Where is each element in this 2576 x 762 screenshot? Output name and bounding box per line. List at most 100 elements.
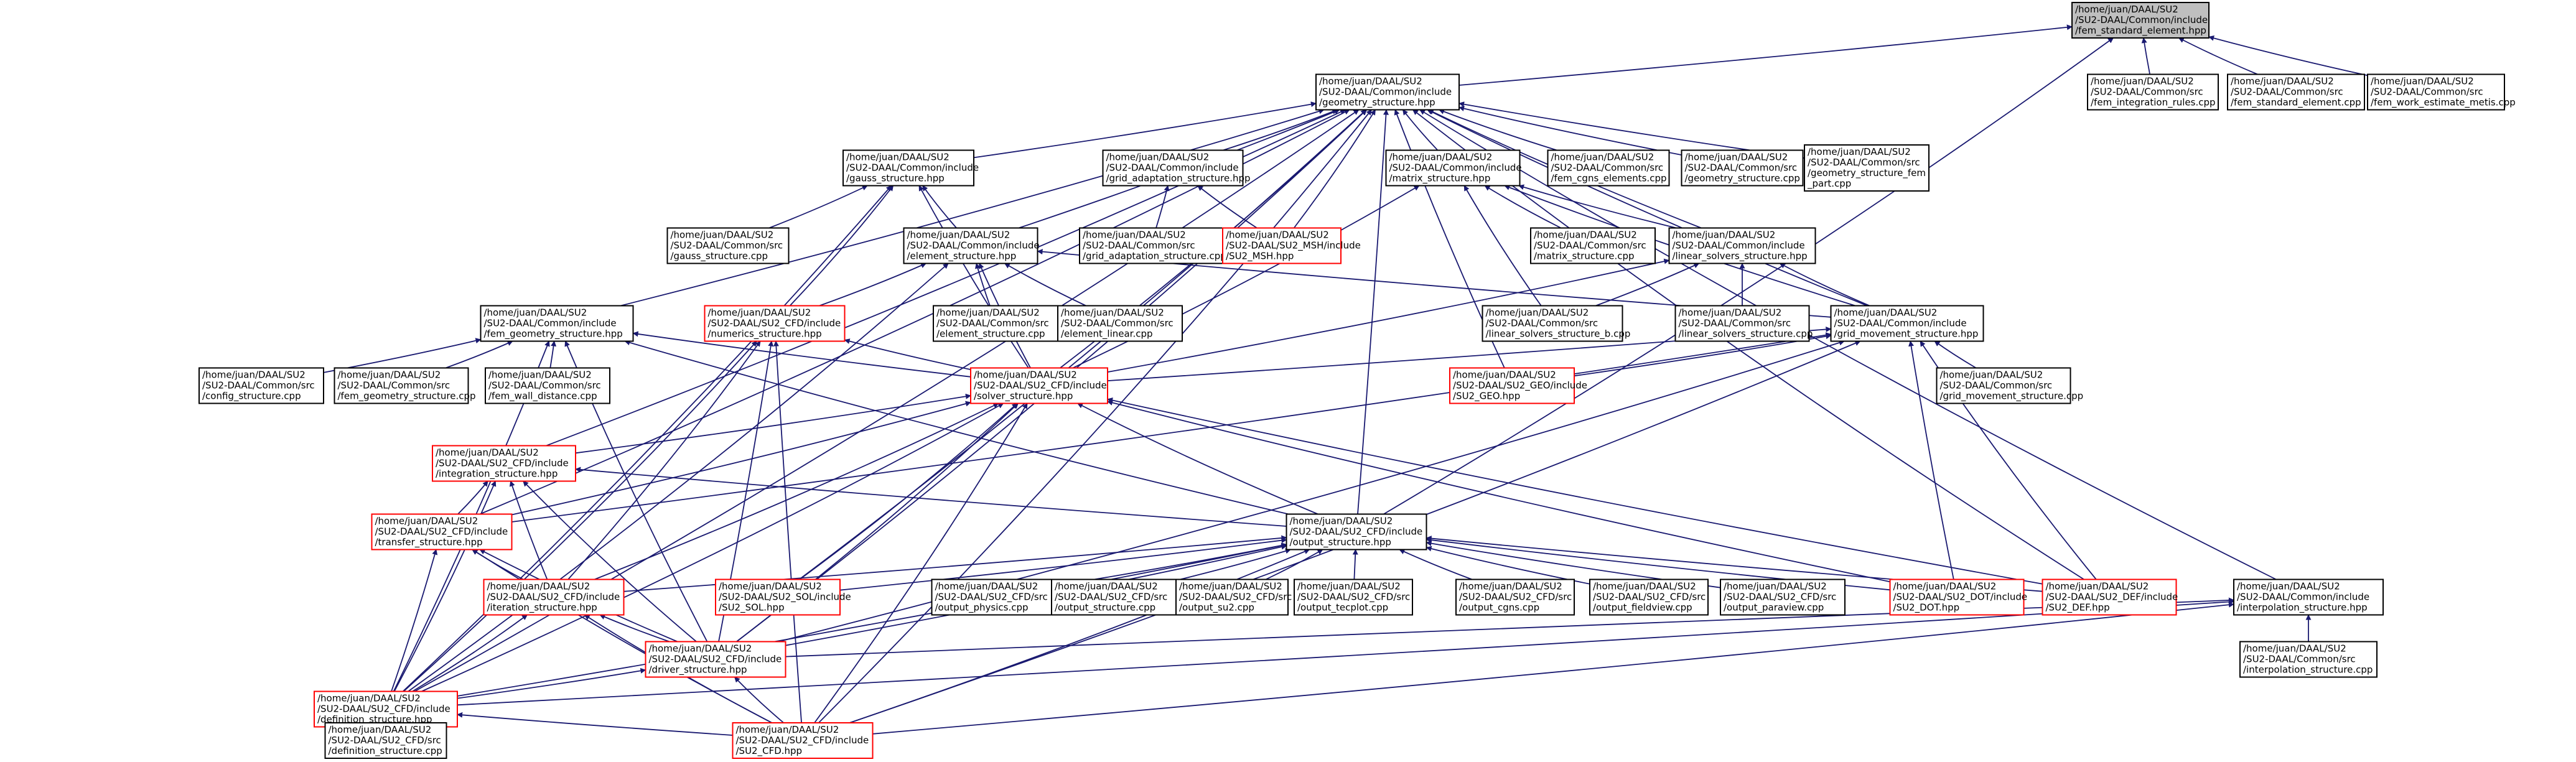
file-node-n46[interactable]: /home/juan/DAAL/SU2/SU2-DAAL/Common/src/…	[2239, 641, 2378, 678]
include-edge-n31-n30	[457, 480, 488, 515]
file-node-n16[interactable]: /home/juan/DAAL/SU2/SU2-DAAL/Common/incl…	[1668, 227, 1816, 264]
file-node-n11[interactable]: /home/juan/DAAL/SU2/SU2-DAAL/Common/src/…	[666, 227, 790, 264]
file-node-n20[interactable]: /home/juan/DAAL/SU2/SU2-DAAL/Common/src/…	[1057, 305, 1183, 342]
file-node-label-line: /interpolation_structure.hpp	[2237, 602, 2368, 614]
file-node-box	[1681, 149, 1804, 187]
file-node-n8[interactable]: /home/juan/DAAL/SU2/SU2-DAAL/Common/src/…	[1547, 149, 1670, 187]
file-node-label-line: /home/juan/DAAL/SU2	[736, 724, 839, 735]
file-node-n14[interactable]: /home/juan/DAAL/SU2/SU2-DAAL/SU2_MSH/inc…	[1222, 227, 1361, 264]
include-edge-n45-n30	[523, 480, 697, 643]
file-node-box	[1889, 578, 2025, 616]
include-edge-n27-n5	[918, 185, 1029, 368]
file-node-label-line: /SU2-DAAL/SU2_DEF/include	[2046, 592, 2178, 603]
file-node-label-line: /home/juan/DAAL/SU2	[1459, 581, 1562, 592]
file-node-label-line: /linear_solvers_structure_b.cpp	[1486, 328, 1631, 340]
file-node-box	[371, 513, 513, 551]
file-node-n21[interactable]: /home/juan/DAAL/SU2/SU2-DAAL/Common/src/…	[1482, 305, 1631, 342]
file-node-n9[interactable]: /home/juan/DAAL/SU2/SU2-DAAL/Common/src/…	[1681, 149, 1804, 187]
file-node-label-line: /SU2-DAAL/Common/src	[1685, 162, 1798, 174]
file-node-n19[interactable]: /home/juan/DAAL/SU2/SU2-DAAL/Common/src/…	[933, 305, 1058, 342]
file-node-n1[interactable]: /home/juan/DAAL/SU2/SU2-DAAL/Common/incl…	[1315, 73, 1460, 111]
file-node-n31[interactable]: /home/juan/DAAL/SU2/SU2-DAAL/SU2_CFD/inc…	[371, 513, 513, 551]
file-node-n15[interactable]: /home/juan/DAAL/SU2/SU2-DAAL/Common/src/…	[1530, 227, 1656, 264]
include-edge-n12-n5	[922, 185, 957, 229]
file-node-n32[interactable]: /home/juan/DAAL/SU2/SU2-DAAL/SU2_CFD/inc…	[1286, 513, 1427, 551]
file-node-n41[interactable]: /home/juan/DAAL/SU2/SU2-DAAL/SU2_CFD/src…	[1720, 578, 1846, 616]
file-node-label-line: /output_paraview.cpp	[1724, 602, 1824, 614]
include-edge-n40-n32	[1426, 546, 1590, 585]
include-edge-n23-n1	[1427, 109, 1868, 307]
file-node-n34[interactable]: /home/juan/DAAL/SU2/SU2-DAAL/SU2_SOL/inc…	[715, 578, 851, 616]
file-node-box	[1222, 227, 1342, 264]
file-node-label-line: /home/juan/DAAL/SU2	[1893, 581, 1997, 592]
file-node-n5[interactable]: /home/juan/DAAL/SU2/SU2-DAAL/Common/incl…	[842, 149, 979, 187]
include-edge-n49-n32	[849, 549, 1310, 723]
file-node-label-line: /home/juan/DAAL/SU2	[2371, 76, 2474, 87]
file-node-label-line: /output_fieldview.cpp	[1593, 602, 1692, 614]
file-node-n38[interactable]: /home/juan/DAAL/SU2/SU2-DAAL/SU2_CFD/src…	[1294, 578, 1413, 616]
file-node-n12[interactable]: /home/juan/DAAL/SU2/SU2-DAAL/Common/incl…	[903, 227, 1040, 264]
file-node-label-line: /interpolation_structure.cpp	[2243, 664, 2373, 676]
file-node-label-line: /integration_structure.hpp	[436, 468, 558, 480]
file-node-n47[interactable]: /home/juan/DAAL/SU2/SU2-DAAL/SU2_CFD/inc…	[314, 690, 458, 728]
file-node-n0[interactable]: /home/juan/DAAL/SU2/SU2-DAAL/Common/incl…	[2071, 2, 2210, 39]
file-node-n43[interactable]: /home/juan/DAAL/SU2/SU2-DAAL/SU2_DEF/inc…	[2042, 578, 2178, 616]
file-node-n40[interactable]: /home/juan/DAAL/SU2/SU2-DAAL/SU2_CFD/src…	[1589, 578, 1709, 616]
file-node-label-line: /home/juan/DAAL/SU2	[1106, 152, 1210, 163]
file-node-n44[interactable]: /home/juan/DAAL/SU2/SU2-DAAL/Common/incl…	[2233, 578, 2384, 616]
file-node-n23[interactable]: /home/juan/DAAL/SU2/SU2-DAAL/Common/incl…	[1830, 305, 1984, 342]
file-node-label-line: /SU2-DAAL/SU2_CFD/src	[1459, 592, 1572, 603]
file-node-n42[interactable]: /home/juan/DAAL/SU2/SU2-DAAL/SU2_DOT/inc…	[1889, 578, 2028, 616]
file-node-label-line: /home/juan/DAAL/SU2	[1940, 369, 2043, 381]
file-node-label-line: /geometry_structure.cpp	[1685, 173, 1800, 185]
file-node-n39[interactable]: /home/juan/DAAL/SU2/SU2-DAAL/SU2_CFD/src…	[1455, 578, 1575, 616]
file-node-label-line: /SU2-DAAL/Common/src	[1551, 162, 1664, 174]
file-node-n33[interactable]: /home/juan/DAAL/SU2/SU2-DAAL/SU2_CFD/inc…	[483, 578, 625, 616]
file-node-label-line: /SU2-DAAL/Common/src	[1486, 318, 1598, 329]
file-node-n49[interactable]: /home/juan/DAAL/SU2/SU2-DAAL/SU2_CFD/inc…	[732, 722, 874, 759]
file-node-label-line: /SU2-DAAL/SU2_CFD/src	[935, 592, 1048, 603]
file-node-label-line: /grid_adaptation_structure.hpp	[1106, 173, 1251, 185]
file-node-n6[interactable]: /home/juan/DAAL/SU2/SU2-DAAL/Common/incl…	[1102, 149, 1251, 187]
file-node-label-line: /SU2-DAAL/SU2_CFD/include	[1290, 526, 1423, 538]
file-node-n29[interactable]: /home/juan/DAAL/SU2/SU2-DAAL/Common/src/…	[1936, 367, 2084, 404]
file-node-label-line: /element_structure.cpp	[936, 328, 1045, 340]
file-node-n22[interactable]: /home/juan/DAAL/SU2/SU2-DAAL/Common/src/…	[1674, 305, 1813, 342]
file-node-n4[interactable]: /home/juan/DAAL/SU2/SU2-DAAL/Common/src/…	[2367, 73, 2516, 111]
file-node-label-line: /definition_structure.cpp	[329, 745, 442, 757]
file-node-n35[interactable]: /home/juan/DAAL/SU2/SU2-DAAL/SU2_CFD/src…	[931, 578, 1054, 616]
file-node-label-line: /home/juan/DAAL/SU2	[1593, 581, 1696, 592]
include-edge-n33-n18	[567, 340, 761, 580]
file-node-n45[interactable]: /home/juan/DAAL/SU2/SU2-DAAL/SU2_CFD/inc…	[645, 641, 786, 678]
file-node-box	[334, 367, 469, 404]
file-node-n24[interactable]: /home/juan/DAAL/SU2/SU2-DAAL/Common/src/…	[198, 367, 324, 404]
file-node-label-line: /SU2-DAAL/SU2_CFD/include	[974, 380, 1107, 392]
file-node-n7[interactable]: /home/juan/DAAL/SU2/SU2-DAAL/Common/incl…	[1385, 149, 1522, 187]
file-node-n17[interactable]: /home/juan/DAAL/SU2/SU2-DAAL/Common/incl…	[480, 305, 634, 342]
file-node-n30[interactable]: /home/juan/DAAL/SU2/SU2-DAAL/SU2_CFD/inc…	[432, 445, 576, 482]
file-node-n25[interactable]: /home/juan/DAAL/SU2/SU2-DAAL/Common/src/…	[334, 367, 476, 404]
file-node-n28[interactable]: /home/juan/DAAL/SU2/SU2-DAAL/SU2_GEO/inc…	[1449, 367, 1587, 404]
file-node-n10[interactable]: /home/juan/DAAL/SU2/SU2-DAAL/Common/src/…	[1804, 144, 1930, 192]
file-node-n36[interactable]: /home/juan/DAAL/SU2/SU2-DAAL/SU2_CFD/src…	[1051, 578, 1177, 616]
file-node-n2[interactable]: /home/juan/DAAL/SU2/SU2-DAAL/Common/src/…	[2087, 73, 2219, 111]
file-node-label-line: /config_structure.cpp	[202, 391, 301, 402]
file-node-label-line: /home/juan/DAAL/SU2	[1486, 307, 1589, 318]
file-node-box	[2071, 2, 2210, 39]
file-node-label-line: /home/juan/DAAL/SU2	[329, 724, 432, 735]
file-node-box	[1051, 578, 1177, 616]
file-node-n48[interactable]: /home/juan/DAAL/SU2/SU2-DAAL/SU2_CFD/src…	[324, 722, 447, 759]
file-node-box	[324, 722, 447, 759]
include-edge-n32-n0	[1383, 37, 2114, 515]
file-node-label-line: /SU2-DAAL/Common/include	[1319, 86, 1452, 98]
file-node-label-line: /home/juan/DAAL/SU2	[375, 516, 478, 527]
file-node-n3[interactable]: /home/juan/DAAL/SU2/SU2-DAAL/Common/src/…	[2227, 73, 2365, 111]
file-node-n13[interactable]: /home/juan/DAAL/SU2/SU2-DAAL/Common/src/…	[1079, 227, 1226, 264]
file-node-n37[interactable]: /home/juan/DAAL/SU2/SU2-DAAL/SU2_CFD/src…	[1175, 578, 1292, 616]
include-edge-n15-n7	[1484, 185, 1562, 229]
include-edge-n37-n32	[1265, 549, 1323, 580]
file-node-n27[interactable]: /home/juan/DAAL/SU2/SU2-DAAL/SU2_CFD/inc…	[970, 367, 1108, 404]
file-node-n26[interactable]: /home/juan/DAAL/SU2/SU2-DAAL/Common/src/…	[485, 367, 610, 404]
file-node-n18[interactable]: /home/juan/DAAL/SU2/SU2-DAAL/SU2_CFD/inc…	[704, 305, 846, 342]
